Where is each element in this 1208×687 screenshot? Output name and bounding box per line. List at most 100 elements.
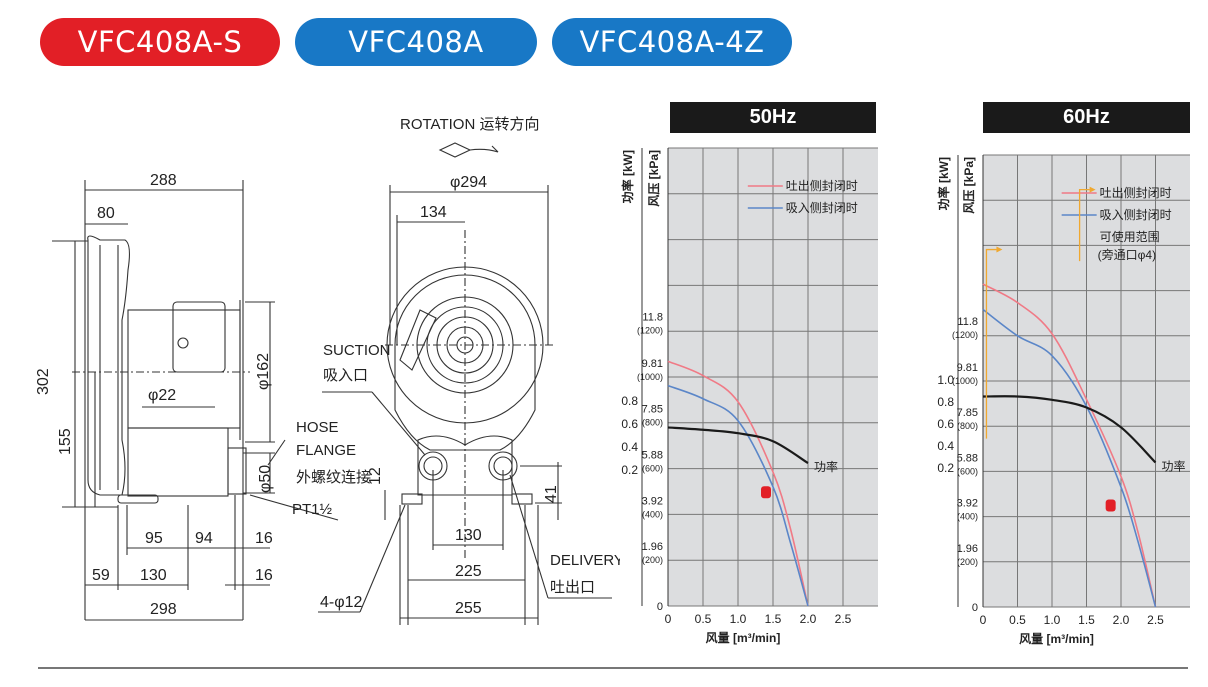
dim-phi50: φ50 [257,465,274,493]
x-tick-label: 1.0 [730,612,747,626]
dim-phi162: φ162 [255,353,272,390]
dim-130-front: 130 [455,527,482,544]
power-curve-label: 功率 [814,459,838,474]
model-tab-vfc408a-s[interactable]: VFC408A-S [40,18,280,66]
y-tick-label: 1.96 [957,543,978,555]
thread-label: PT1½ [292,501,333,518]
y-axis-title: 风压 [kPa] [962,157,976,214]
power-tick-label: 0.6 [937,417,954,431]
y-tick-label: 5.88 [957,452,978,464]
y-tick-label: 3.92 [642,495,663,507]
operating-point-marker [761,486,771,499]
y-tick-label: 3.92 [957,498,978,510]
y-tick-sublabel: (1000) [637,372,663,382]
power-tick-label: 0.2 [937,461,954,475]
y-axis-title: 风压 [kPa] [647,150,661,207]
power-axis-title: 功率 [kW] [620,150,635,203]
x-axis-title: 风量 [m³/min] [1019,632,1094,646]
x-tick-label: 0 [980,613,987,627]
dim-95: 95 [145,530,163,547]
usable-range-arrow [985,248,997,439]
power-tick-label: 0.6 [621,417,638,431]
arrow-head-icon [1089,186,1096,193]
legend-label: 吐出侧封闭时 [1100,186,1172,200]
suction-label-cn: 吸入口 [323,367,368,384]
legend-label: 吸入侧封闭时 [1100,208,1172,222]
legend-label: 吐出侧封闭时 [786,179,858,193]
y-tick-sublabel: (600) [957,466,978,476]
operating-point-marker [1105,499,1116,512]
power-axis-title: 功率 [kW] [936,157,951,210]
y-tick-label: 0 [972,602,978,614]
y-tick-label: 11.8 [957,316,978,328]
x-tick-label: 1.5 [765,612,782,626]
x-tick-label: 2.5 [835,612,852,626]
dim-16-upper: 16 [255,530,273,547]
rotation-label: ROTATION 运转方向 [400,116,539,133]
dim-302: 302 [35,368,52,395]
legend-label: 可使用范围 [1100,229,1160,244]
arrow-head-icon [996,246,1003,253]
chart-title-60hz: 60Hz [983,102,1190,133]
x-tick-label: 0 [665,612,672,626]
series-line-1 [667,384,809,607]
model-tab-vfc408a[interactable]: VFC408A [295,18,537,66]
power-tick-label: 1.0 [937,373,954,387]
y-tick-label: 1.96 [642,541,663,553]
power-tick-label: 0.2 [621,463,638,477]
series-line-2 [667,426,809,465]
y-tick-sublabel: (800) [642,418,663,428]
usable-range-arrow [1078,188,1090,262]
series-line-2 [982,395,1157,464]
x-tick-label: 2.0 [800,612,817,626]
y-tick-sublabel: (600) [642,464,663,474]
power-curve-label: 功率 [1162,459,1186,474]
y-tick-sublabel: (800) [957,421,978,431]
power-tick-label: 0.4 [621,440,638,454]
bottom-divider [38,667,1188,669]
y-tick-sublabel: (200) [642,555,663,565]
hose-flange-label-2: FLANGE [296,442,356,459]
y-tick-sublabel: (1200) [637,325,663,335]
x-tick-label: 0.5 [1009,613,1026,627]
dim-59: 59 [92,567,110,584]
series-line-1 [982,308,1157,608]
suction-label: SUCTION [323,342,391,359]
y-tick-label: 5.88 [642,450,663,462]
dim-134: 134 [420,204,447,221]
y-tick-label: 11.8 [642,311,663,323]
dim-phi294: φ294 [450,174,487,191]
y-tick-label: 7.85 [957,407,978,419]
legend-label: 吸入侧封闭时 [786,201,858,215]
hose-flange-label-1: HOSE [296,419,339,436]
x-tick-label: 2.5 [1147,613,1164,627]
legend-label: (旁通口φ4) [1098,247,1156,262]
y-tick-sublabel: (400) [642,509,663,519]
dim-holes: 4-φ12 [320,594,363,611]
dim-94: 94 [195,530,213,547]
y-tick-label: 0 [657,601,663,613]
y-tick-sublabel: (200) [957,557,978,567]
chart-title-50hz: 50Hz [670,102,876,133]
x-tick-label: 1.0 [1044,613,1061,627]
x-axis-title: 风量 [m³/min] [706,631,781,645]
dim-130-side: 130 [140,567,167,584]
delivery-label: DELIVERY [550,552,620,569]
dim-phi22: φ22 [148,387,176,404]
dim-255: 255 [455,600,482,617]
dim-225: 225 [455,563,482,580]
delivery-label-cn: 吐出口 [550,579,595,596]
series-line-0 [982,283,1157,608]
dim-80: 80 [97,205,115,222]
dim-16-lower: 16 [255,567,273,584]
y-tick-label: 7.85 [642,404,663,416]
y-tick-label: 9.81 [642,358,663,370]
x-tick-label: 2.0 [1113,613,1130,627]
power-tick-label: 0.8 [621,394,638,408]
side-view-drawing: 288 80 302 155 φ162 φ22 φ50 95 94 16 59 … [35,116,620,625]
y-tick-sublabel: (400) [957,512,978,522]
dim-288: 288 [150,172,177,189]
y-tick-sublabel: (1000) [952,376,978,386]
model-tab-vfc408a-4z[interactable]: VFC408A-4Z [552,18,792,66]
